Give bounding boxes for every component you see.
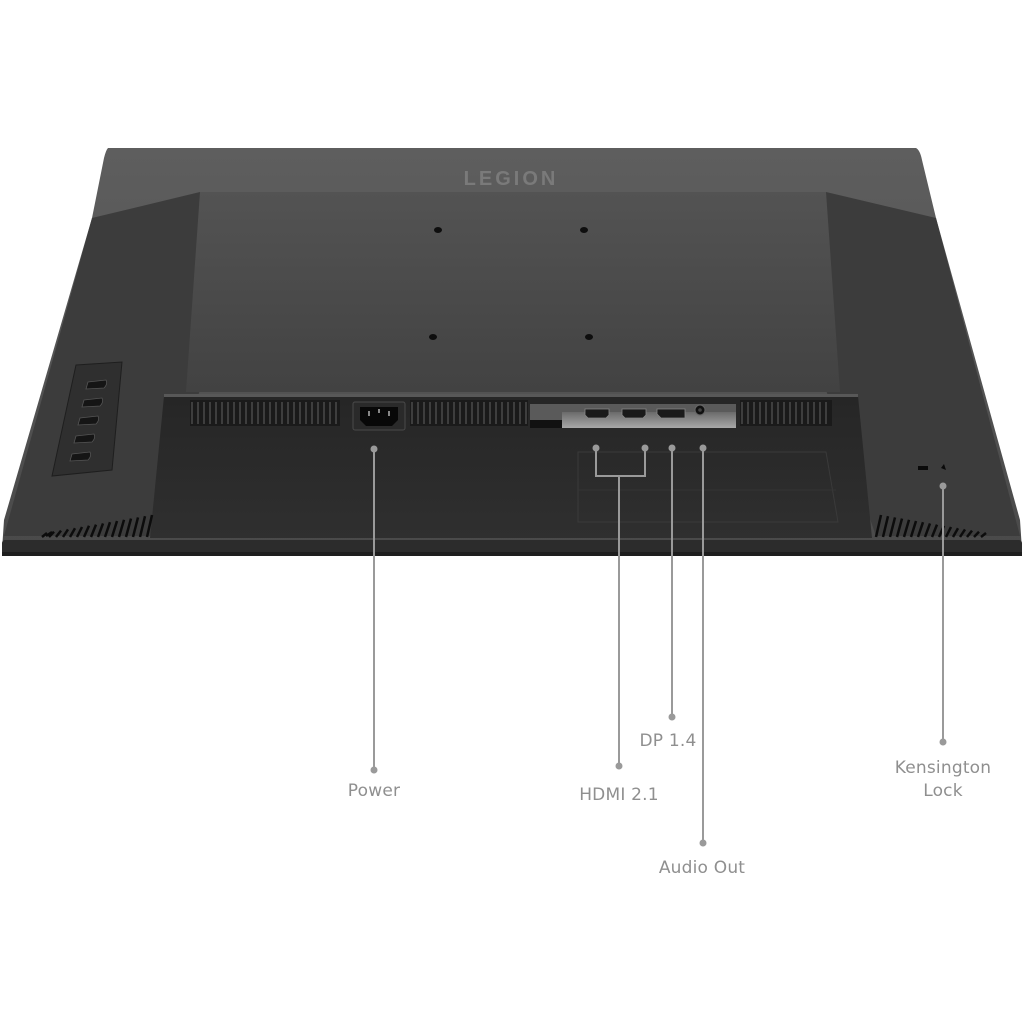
vent-grille-right (740, 400, 832, 426)
kensington-label-line1: Kensington (894, 758, 992, 778)
control-buttons (51, 361, 123, 477)
vent-grille-middle (410, 400, 528, 426)
legion-logo: LEGION (464, 168, 559, 190)
displayport-label: DP 1.4 (639, 731, 697, 751)
hdmi-port-icon (621, 408, 647, 419)
io-tray (150, 394, 872, 538)
callout-lines (370, 444, 947, 847)
hdmi-port-icon (584, 408, 610, 419)
kensington-label-line2: Lock (923, 781, 963, 801)
kensington-lock-label: Kensington Lock (883, 757, 1003, 803)
audio-out-label: Audio Out (658, 858, 746, 878)
kensington-slot-icon (918, 464, 946, 470)
audio-jack-icon (694, 404, 706, 416)
ac-power-inlet-icon (352, 401, 406, 431)
vent-corner-left (45, 530, 53, 538)
hdmi-label: HDMI 2.1 (579, 785, 659, 805)
power-label: Power (347, 781, 401, 801)
vesa-mount-holes (429, 227, 593, 340)
displayport-icon (656, 408, 686, 419)
